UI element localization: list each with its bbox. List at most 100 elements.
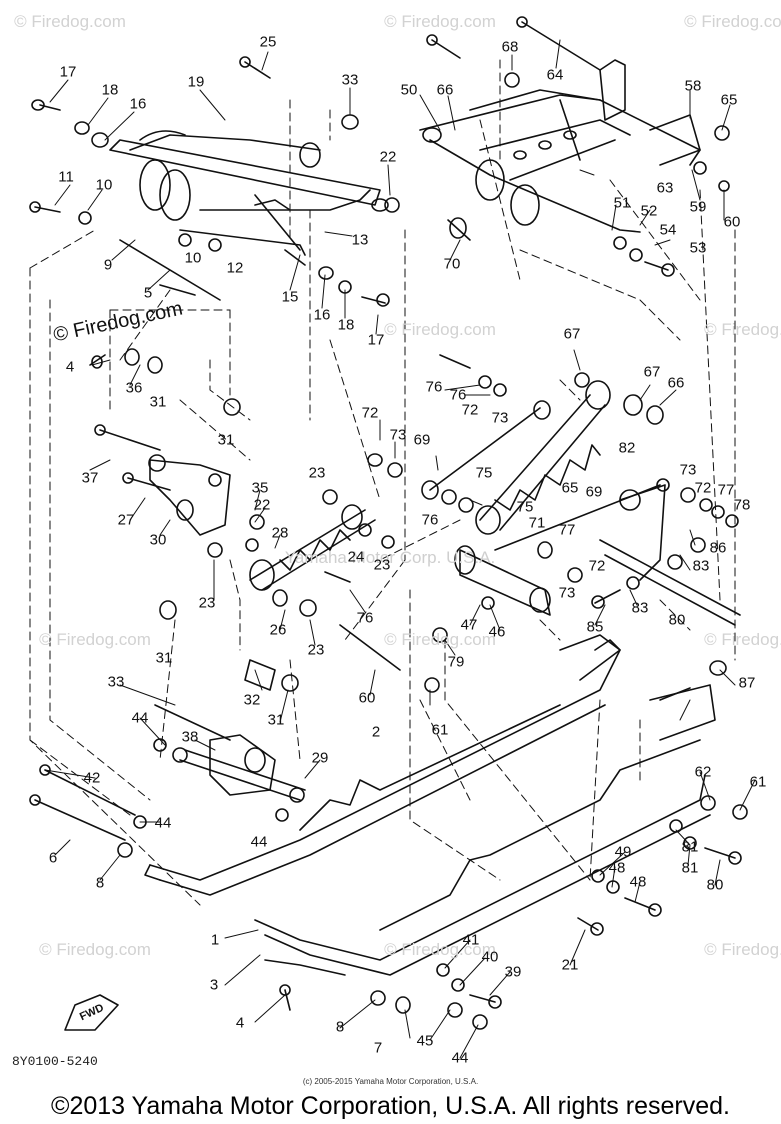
callout-73a: 73 <box>491 409 509 427</box>
callout-4b: 4 <box>235 1014 245 1032</box>
callout-25: 25 <box>259 33 277 51</box>
callout-31b: 31 <box>217 431 235 449</box>
callout-33: 33 <box>107 673 125 691</box>
shock-bracket <box>148 454 231 536</box>
copyright-notice: ©2013 Yamaha Motor Corporation, U.S.A. A… <box>51 1092 730 1120</box>
callout-73d: 73 <box>679 461 697 479</box>
callout-7: 7 <box>373 1039 383 1057</box>
callout-59: 61 <box>749 773 767 791</box>
assembly-guide-lines <box>29 59 736 906</box>
callout-40: 40 <box>481 948 499 966</box>
callout-39: 39 <box>504 963 522 981</box>
callout-44c: 44 <box>250 833 268 851</box>
callout-36: 36 <box>125 379 143 397</box>
callout-48: 48 <box>608 859 626 877</box>
callout-19: 19 <box>187 73 205 91</box>
lower-fasteners <box>29 660 748 1030</box>
callout-55: 58 <box>684 77 702 95</box>
callout-31: 31 <box>149 393 167 411</box>
callout-leaders <box>44 39 756 1059</box>
callout-42: 42 <box>83 769 101 787</box>
callout-54: 54 <box>659 221 677 239</box>
callout-2: 2 <box>371 723 381 741</box>
callout-56: 59 <box>689 198 707 216</box>
left-shock-absorber <box>207 489 395 617</box>
callout-16: 16 <box>129 95 147 113</box>
callout-81: 81 <box>681 838 699 856</box>
callout-64: 65 <box>561 479 579 497</box>
callout-23a: 23 <box>308 464 326 482</box>
callout-70: 70 <box>443 255 461 273</box>
callout-10b: 10 <box>184 249 202 267</box>
callout-18: 18 <box>101 81 119 99</box>
watermark: © Firedog.com <box>684 12 781 31</box>
callout-27: 27 <box>117 511 135 529</box>
callout-35: 35 <box>251 479 269 497</box>
callout-1: 1 <box>210 931 220 949</box>
middle-arm <box>339 545 551 693</box>
callout-26: 26 <box>269 621 287 639</box>
callout-67b: 67 <box>643 363 661 381</box>
fasteners <box>29 16 730 491</box>
callout-11: 11 <box>58 168 74 186</box>
callout-20: 21 <box>561 956 579 974</box>
callout-73c: 73 <box>558 584 576 602</box>
callout-75: 76 <box>356 609 374 627</box>
callout-41: 41 <box>462 931 480 949</box>
callout-76a: 76 <box>449 386 467 404</box>
watermark: © Firedog.com <box>384 630 496 649</box>
callout-13: 13 <box>351 231 369 249</box>
callout-37: 37 <box>81 469 99 487</box>
callout-21: 22 <box>379 148 397 166</box>
callout-67: 67 <box>563 325 581 343</box>
callout-87: 87 <box>738 674 756 692</box>
callout-52: 52 <box>640 202 658 220</box>
callout-4: 4 <box>65 358 75 376</box>
callout-75b: 76 <box>425 378 443 396</box>
watermark: © Firedog.com <box>39 940 151 959</box>
fwd-arrow-icon <box>64 994 119 1031</box>
watermark: © Firedog.com <box>384 12 496 31</box>
callout-12: 12 <box>226 259 244 277</box>
callout-23b: 23 <box>373 556 391 574</box>
callout-83b: 83 <box>631 599 649 617</box>
callout-80: 81 <box>681 859 699 877</box>
callout-31d: 31 <box>267 711 285 729</box>
callout-43: 44 <box>451 1049 469 1067</box>
watermark: © Firedog.com <box>384 940 496 959</box>
small-copyright: (c) 2005-2015 Yamaha Motor Corporation, … <box>302 1077 479 1086</box>
callout-23c: 23 <box>198 594 216 612</box>
watermark-center: Yamaha Motor Corp. U.S.A. <box>284 548 496 567</box>
callout-65: 66 <box>436 81 454 99</box>
callout-50: 50 <box>400 81 418 99</box>
callout-8: 8 <box>95 874 105 892</box>
callout-62: 64 <box>546 66 564 84</box>
callout-69b: 69 <box>585 483 603 501</box>
callout-44d: 45 <box>416 1032 434 1050</box>
rear-swing-arm <box>109 130 389 266</box>
callout-8b: 8 <box>335 1018 345 1036</box>
callout-66: 66 <box>667 374 685 392</box>
lower-arm-assembly <box>153 600 306 822</box>
callout-68: 68 <box>501 38 519 56</box>
callout-29: 29 <box>311 749 329 767</box>
callout-31c: 31 <box>155 649 173 667</box>
callout-57: 60 <box>723 213 741 231</box>
callout-72b: 72 <box>361 404 379 422</box>
callout-83a: 83 <box>692 557 710 575</box>
callout-60b: 62 <box>694 763 712 781</box>
callout-38: 38 <box>181 728 199 746</box>
callout-76d: 77 <box>717 481 735 499</box>
callout-44a: 44 <box>131 709 149 727</box>
callout-74a: 75 <box>475 464 493 482</box>
callout-9: 9 <box>103 256 113 274</box>
front-arm <box>494 478 741 626</box>
callout-77a: 78 <box>733 496 751 514</box>
callout-17b: 17 <box>367 331 385 349</box>
right-shock-absorber <box>367 354 664 583</box>
callout-5: 5 <box>143 284 153 302</box>
callout-16b: 16 <box>313 306 331 324</box>
callout-34: 33 <box>341 71 359 89</box>
